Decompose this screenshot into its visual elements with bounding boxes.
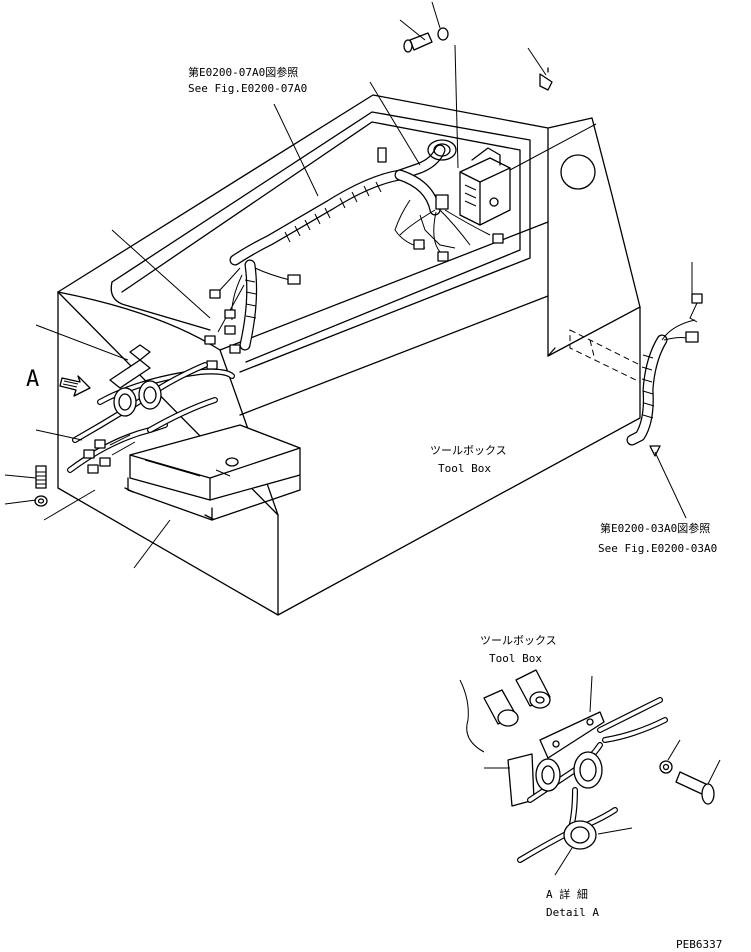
- harness2-ref-jp: 第E0200-03A0図参照: [600, 521, 710, 535]
- labels: 第E0200-07A0図参照 See Fig.E0200-07A0 第E0200…: [26, 65, 722, 951]
- connectors: [204, 147, 504, 370]
- left-clamps: [67, 344, 235, 474]
- toolbox-label-en: Tool Box: [438, 462, 491, 475]
- wiring-harness-main: [214, 144, 491, 351]
- harness-ref-en: See Fig.E0200-07A0: [188, 82, 307, 95]
- drawing-code: PEB6337: [676, 938, 722, 951]
- detail-title-en: Detail A: [546, 906, 599, 919]
- toolbox-label-jp: ツールボックス: [430, 444, 507, 457]
- leader-lines: [4, 1, 693, 569]
- view-marker-a: A: [26, 367, 39, 392]
- bolt-top: [403, 27, 553, 91]
- bolt-left: [34, 465, 48, 507]
- detail-a: [459, 669, 721, 876]
- wiring-harness-right: [626, 293, 703, 446]
- harness2-ref-en: See Fig.E0200-03A0: [598, 542, 717, 555]
- detail-title-jp: A 詳 細: [546, 887, 588, 901]
- controller-box: [124, 424, 301, 521]
- detail-toolbox-jp: ツールボックス: [480, 634, 557, 647]
- view-arrow: [59, 375, 91, 397]
- relay-unit: [427, 139, 511, 226]
- harness-ref-jp: 第E0200-07A0図参照: [188, 65, 298, 79]
- tool-box: [57, 94, 641, 616]
- detail-toolbox-en: Tool Box: [489, 652, 542, 665]
